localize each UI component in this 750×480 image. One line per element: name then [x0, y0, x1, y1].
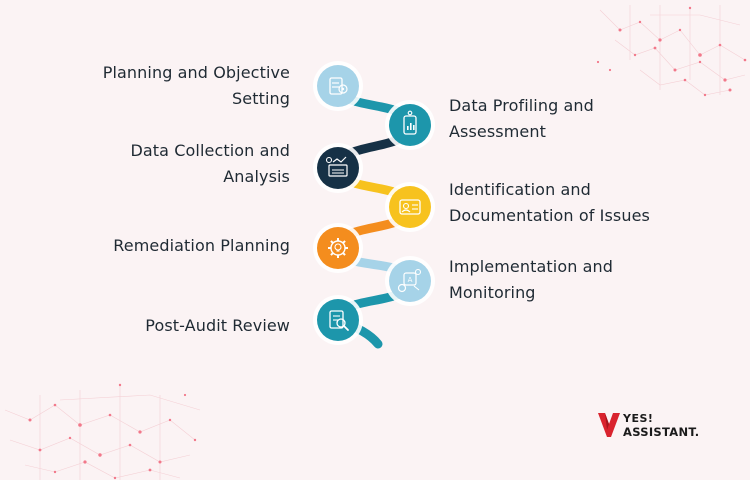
step-node-3 [313, 143, 363, 193]
brand-text-bottom: ASSISTANT. [623, 425, 700, 439]
step-node-6: A [385, 256, 435, 306]
brand-mark-icon [598, 413, 620, 437]
step-label-remediation: Remediation Planning [113, 236, 290, 255]
step-node-fill-4 [389, 186, 431, 228]
step-node-fill-3 [317, 147, 359, 189]
step-node-1 [313, 61, 363, 111]
step-node-5 [313, 223, 363, 273]
step-nodes: A [313, 61, 435, 345]
step-label-data-profiling: Data Profiling and Assessment [449, 96, 594, 141]
decorative-network-bottom-left [4, 385, 201, 480]
step-node-4 [385, 182, 435, 232]
step-label-data-collection: Data Collection and Analysis [130, 141, 290, 186]
svg-text:A: A [408, 276, 413, 284]
step-label-planning: Planning and Objective Setting [102, 63, 290, 108]
step-label-implementation: Implementation and Monitoring [449, 257, 614, 302]
brand-text-top: YES! [623, 412, 654, 425]
step-node-fill-5 [317, 227, 359, 269]
decorative-network-top-right [599, 5, 746, 96]
decorative-dots-top-right [596, 6, 747, 97]
review-clipboard-magnifier-icon [329, 310, 349, 331]
decorative-dots-bottom-left [28, 383, 197, 480]
step-label-post-audit: Post-Audit Review [145, 316, 290, 335]
implementation-ai-gear-icon: A [397, 268, 422, 293]
gear-bulb-icon [328, 238, 348, 258]
step-node-7 [313, 295, 363, 345]
step-node-2 [385, 100, 435, 150]
id-card-document-icon [399, 199, 421, 215]
data-profiling-phone-chart-icon [403, 110, 417, 135]
step-label-identification: Identification and Documentation of Issu… [449, 180, 650, 225]
data-collection-analysis-chart-icon [325, 156, 348, 177]
step-node-fill-1 [317, 65, 359, 107]
yes-assistant-logo: YES! ASSISTANT. [596, 410, 716, 442]
planning-clipboard-target-icon [329, 77, 348, 95]
